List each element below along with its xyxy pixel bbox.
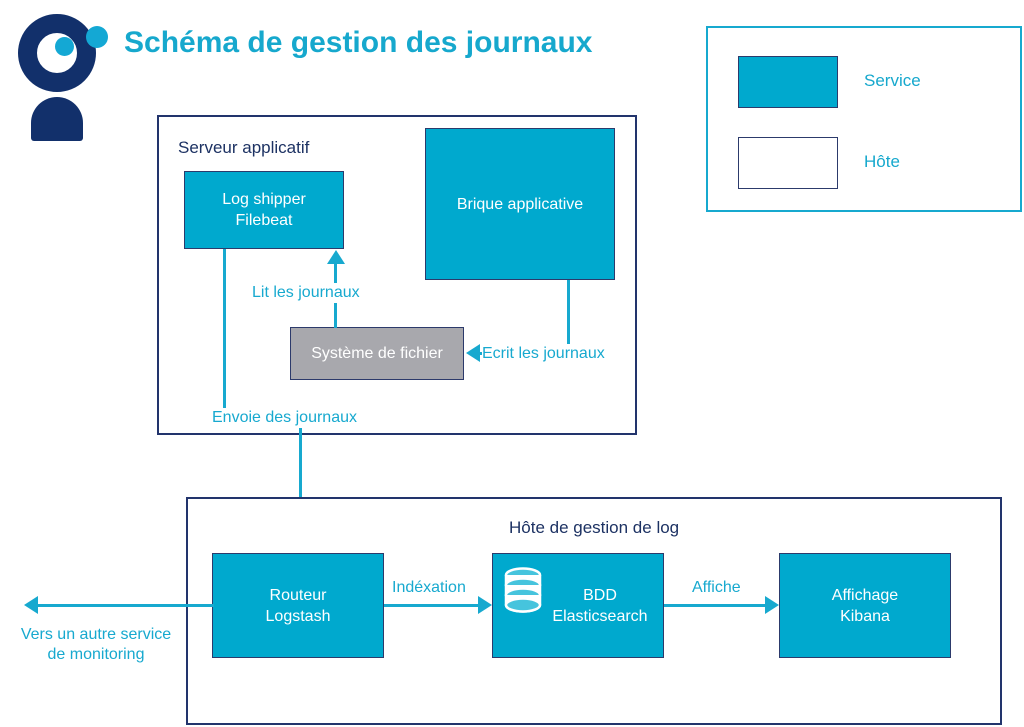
connector-label-vers-autre-service-monitoring: Vers un autre service de monitoring [6,625,186,665]
connector-affiche-arrowhead [765,596,779,614]
connector-label-envoie-des-journaux: Envoie des journaux [212,408,357,428]
connector-lit-les-journaux-arrowhead [327,250,345,264]
connector-ecrit-les-journaux-arrowhead [466,344,480,362]
node-brique-applicative[interactable]: Brique applicative [425,128,615,280]
node-label-filebeat: Log shipper Filebeat [222,191,306,229]
node-label-brique: Brique applicative [456,195,584,213]
legend-panel: Service Hôte [706,26,1022,212]
connector-envoie-des-journaux-line [299,428,302,527]
connector-label-lit-les-journaux: Lit les journaux [252,283,360,303]
node-systeme-de-fichier[interactable]: Système de fichier [290,327,464,380]
node-label-kibana: Affichage Kibana [831,586,899,625]
legend-swatch-host [738,137,838,189]
legend-label-host: Hôte [864,152,900,171]
logo-body-icon [31,97,83,141]
node-label-bdd: BDD Elasticsearch [552,586,648,625]
database-icon [504,567,542,613]
connector-affiche-line [664,604,765,607]
node-label-logstash: Routeur Logstash [265,586,331,625]
connector-envoie-des-journaux-stub [223,249,226,411]
connector-label-indexation: Indéxation [392,578,466,598]
page-title: Schéma de gestion des journaux [124,26,593,59]
connector-monitoring-arrowhead [24,596,38,614]
node-routeur-logstash[interactable]: Routeur Logstash [212,553,384,658]
logo-dot-small-icon [55,37,74,56]
node-log-shipper-filebeat[interactable]: Log shipper Filebeat [184,171,344,249]
brand-logo [8,6,118,141]
container-title-hote-de-gestion-de-log: Hôte de gestion de log [509,518,680,537]
connector-indexation-line [384,604,478,607]
connector-monitoring-line [38,604,214,607]
logo-dot-large-icon [86,26,108,48]
container-title-serveur-applicatif: Serveur applicatif [178,138,310,157]
legend-label-service: Service [864,71,921,90]
node-affichage-kibana[interactable]: Affichage Kibana [779,553,951,658]
node-label-systeme-fichier: Système de fichier [311,345,443,362]
connector-label-affiche: Affiche [692,578,741,598]
connector-label-ecrit-les-journaux: Ecrit les journaux [482,344,605,364]
connector-indexation-arrowhead [478,596,492,614]
connector-ecrit-les-journaux-vline [567,280,570,352]
legend-swatch-service [738,56,838,108]
